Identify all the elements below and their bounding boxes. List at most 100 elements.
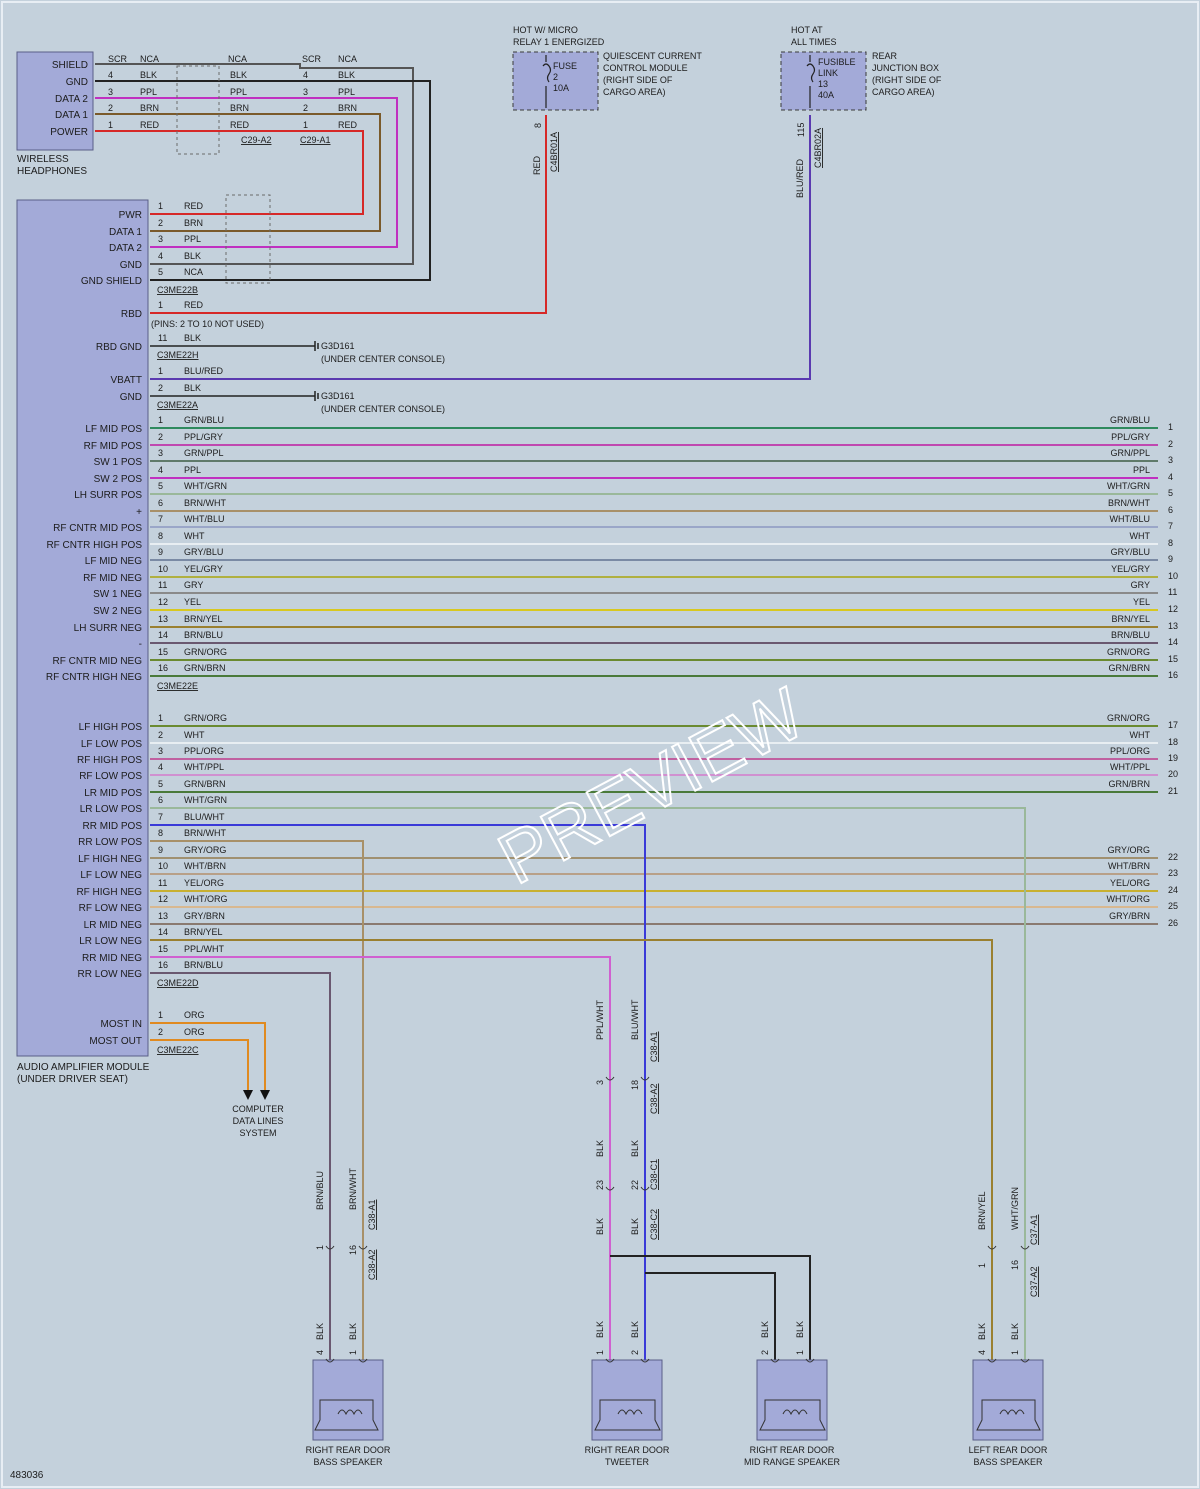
pin-number: 1: [595, 1350, 605, 1355]
module-pin-label: GND: [120, 392, 142, 403]
pin-number: 1: [315, 1245, 325, 1250]
pin-number: 15: [158, 647, 168, 657]
pin-number: 3: [158, 234, 163, 244]
shield-outline: [225, 194, 271, 284]
output-number: 17: [1168, 720, 1178, 730]
quiescent-module-box: [512, 51, 599, 111]
connector-label: C37-A1: [1029, 1214, 1039, 1245]
computer-data-lines: SYSTEM: [239, 1128, 276, 1138]
wire-color: BLK: [760, 1321, 770, 1338]
wire-color: GRY/BRN: [184, 911, 225, 921]
wire-color: BRN/WHT: [184, 828, 226, 838]
fusible-link-label: FUSIBLE: [818, 57, 856, 67]
pin-number: 7: [158, 812, 163, 822]
fuse-icon: [542, 55, 552, 108]
connector-mark: [640, 1076, 650, 1081]
junction-box-name: (RIGHT SIDE OF: [872, 75, 942, 85]
wire-color: BRN: [230, 103, 249, 113]
connector-mark: [987, 1358, 997, 1363]
wire-rbd: [150, 115, 547, 314]
wire-color: BLK: [140, 70, 157, 80]
wire-color: GRN/BLU: [1110, 415, 1150, 425]
wire-color: BRN/YEL: [1111, 614, 1150, 624]
scr-label: SCR: [108, 54, 128, 64]
wire-color: PPL/WHT: [184, 944, 225, 954]
wire-color: GRN/BRN: [184, 663, 226, 673]
output-number: 15: [1168, 654, 1178, 664]
wire-color: WHT/PPL: [184, 762, 224, 772]
wire-color: GRN/BRN: [1108, 779, 1150, 789]
pin-number: 1: [108, 120, 113, 130]
connector-mark: [605, 1186, 615, 1191]
connector-mark: [640, 1358, 650, 1363]
module-pin-label: RF LOW POS: [79, 771, 142, 782]
module-pin-label: LH SURR NEG: [74, 623, 143, 634]
wire-color: WHT/GRN: [184, 795, 227, 805]
pin-number: 2: [158, 432, 163, 442]
wire-color: BLK: [630, 1321, 640, 1338]
pin-number: 8: [533, 123, 543, 128]
wire-color: BLK: [184, 251, 201, 261]
module-pin-label: LF MID NEG: [85, 556, 142, 567]
speaker-icon: [314, 1399, 379, 1431]
output-number: 5: [1168, 488, 1173, 498]
wire-color: BLK: [1010, 1323, 1020, 1340]
wire-color: GRY/ORG: [184, 845, 226, 855]
pin-number: 3: [595, 1080, 605, 1085]
module-pin-label: -: [139, 639, 142, 650]
wire-color: GRN/ORG: [184, 647, 227, 657]
ground-id: G3D161: [321, 341, 355, 351]
wire-color: PPL/ORG: [1110, 746, 1150, 756]
module-pin-label: LF LOW POS: [81, 739, 142, 750]
module-pin-label: SW 1 POS: [94, 457, 143, 468]
wire-color: YEL/GRY: [1111, 564, 1150, 574]
speaker-coil-icon: [782, 1409, 808, 1416]
pin-number: 4: [303, 70, 308, 80]
connector-mark: [325, 1358, 335, 1363]
wire-color: BRN/WHT: [348, 1168, 358, 1210]
pin-number: 11: [158, 333, 167, 343]
pin-number: 4: [158, 465, 163, 475]
wire-lr-low-neg: [150, 939, 993, 1360]
speaker-name: TWEETER: [605, 1457, 649, 1467]
wire-color: WHT: [184, 531, 205, 541]
wire-color: BLK: [348, 1323, 358, 1340]
document-id: 483036: [10, 1470, 44, 1481]
ground-location: (UNDER CENTER CONSOLE): [321, 404, 445, 414]
output-number: 23: [1168, 868, 1178, 878]
wire-color: BRN/WHT: [184, 498, 226, 508]
connector-label: C4BR02A: [813, 128, 823, 168]
speaker-name: LEFT REAR DOOR: [969, 1445, 1048, 1455]
module-pin-label: LR LOW POS: [80, 804, 143, 815]
wire-color: BLK: [315, 1323, 325, 1340]
output-number: 2: [1168, 439, 1173, 449]
wire-rr-low-pos: [150, 840, 364, 1360]
output-number: 1: [1168, 422, 1173, 432]
wire-vbatt: [150, 115, 811, 380]
pin-number: 18: [630, 1080, 640, 1090]
wire-color: WHT: [1130, 730, 1151, 740]
wire-color: YEL/GRY: [184, 564, 223, 574]
pin-number: 12: [158, 894, 168, 904]
module-pin-label: DATA 1: [109, 227, 142, 238]
wire-color: BLK: [795, 1321, 805, 1338]
output-number: 3: [1168, 455, 1173, 465]
pin-number: 5: [158, 779, 163, 789]
fuse-label: FUSE: [553, 61, 577, 71]
pin-number: 7: [158, 514, 163, 524]
pin-number: 15: [158, 944, 168, 954]
wire-color: BLU/WHT: [184, 812, 225, 822]
pin-number: 2: [760, 1350, 770, 1355]
wire-color: PPL: [184, 465, 201, 475]
connector-mark: [805, 1358, 815, 1363]
fusible-link-label: LINK: [818, 68, 838, 78]
output-number: 19: [1168, 753, 1178, 763]
speaker-icon: [594, 1399, 661, 1431]
connector-label: C4BR01A: [549, 132, 559, 172]
module-pin-label: PWR: [119, 210, 142, 221]
wire-color: PPL: [184, 234, 201, 244]
fusible-link-label: 40A: [818, 90, 834, 100]
connector-mark: [605, 1358, 615, 1363]
wire-color: GRY: [1131, 580, 1150, 590]
